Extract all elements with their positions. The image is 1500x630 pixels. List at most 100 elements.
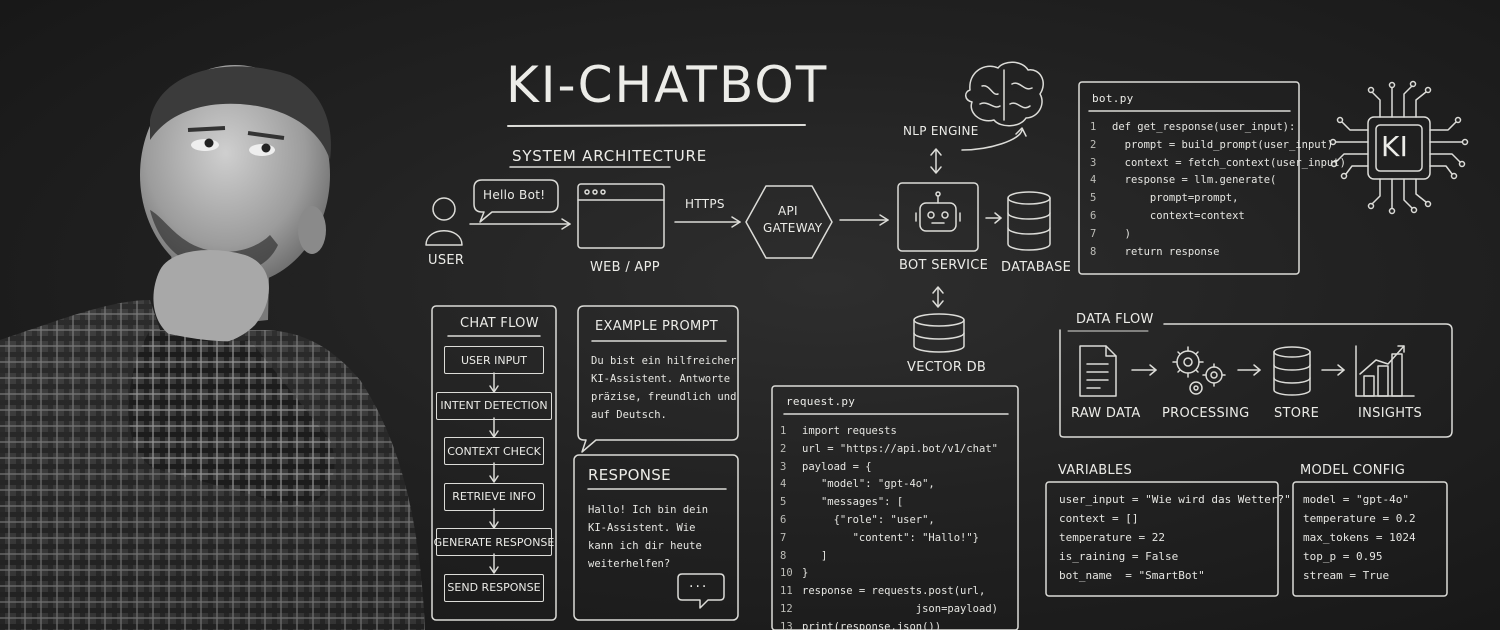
request-py-line: 13 print(response.json()) — [780, 619, 998, 630]
user-icon — [425, 197, 463, 246]
code-text: prompt = build_prompt(user_input) — [1112, 138, 1334, 151]
variable-line: user_input = "Wie wird das Wetter?" — [1059, 493, 1291, 506]
code-text: ] — [802, 549, 828, 562]
chat-flow-step: SEND RESPONSE — [444, 573, 544, 602]
document-icon — [1079, 345, 1117, 397]
code-text: "content": "Hallo!"} — [802, 531, 980, 544]
brain-icon — [965, 61, 1044, 127]
bot-py-line: 1 def get_response(user_input): — [1090, 119, 1346, 137]
prompt-line: präzise, freundlich und — [591, 391, 737, 403]
line-number: 4 — [1090, 174, 1097, 187]
gateway-hexagon — [745, 185, 833, 259]
variable-line: bot_name = "SmartBot" — [1059, 569, 1205, 582]
bot-py-line: 2 prompt = build_prompt(user_input) — [1090, 137, 1346, 155]
code-text: context = fetch_context(user_input) — [1112, 156, 1346, 169]
api-gateway-label-1: API — [778, 204, 798, 218]
request-py-line: 10} — [780, 565, 998, 583]
request-py-line: 2 url = "https://api.bot/v1/chat" — [780, 441, 998, 459]
chat-flow-step: CONTEXT CHECK — [444, 437, 544, 465]
line-number: 12 — [780, 602, 793, 615]
request-py-line: 5 "messages": [ — [780, 494, 998, 512]
request-py-line: 4 "model": "gpt-4o", — [780, 476, 998, 494]
variables-text: user_input = "Wie wird das Wetter?" conte… — [1059, 490, 1291, 585]
line-number: 6 — [1090, 209, 1097, 222]
request-py-line: 8 ] — [780, 548, 998, 566]
code-text: "model": "gpt-4o", — [802, 478, 935, 491]
code-text: print(response.json()) — [802, 620, 942, 630]
model-config-line: stream = True — [1303, 569, 1390, 582]
request-py-line: 11 response = requests.post(url, — [780, 583, 998, 601]
response-line: kann ich dir heute — [588, 540, 702, 552]
line-number: 8 — [1090, 245, 1097, 258]
request-py-line: 6 {"role": "user", — [780, 512, 998, 530]
request-py-filename: request.py — [786, 395, 856, 408]
model-config-line: temperature = 0.2 — [1303, 512, 1416, 525]
bot-py-code: 1 def get_response(user_input): 2 prompt =… — [1090, 119, 1346, 261]
request-py-line: 1 import requests — [780, 423, 998, 441]
line-number: 2 — [1090, 138, 1097, 151]
line-number: 8 — [780, 549, 787, 562]
chat-flow-step: USER INPUT — [444, 346, 544, 374]
variable-line: temperature = 22 — [1059, 531, 1165, 544]
code-text: response = llm.generate( — [1112, 174, 1277, 187]
line-number: 7 — [1090, 227, 1097, 240]
https-label: HTTPS — [685, 197, 725, 211]
line-number: 6 — [780, 513, 787, 526]
code-text: context=context — [1112, 209, 1245, 222]
variables-title: VARIABLES — [1058, 463, 1133, 478]
response-line: weiterhelfen? — [588, 558, 671, 570]
chat-flow-title: CHAT FLOW — [460, 316, 539, 331]
data-flow-stage: RAW DATA — [1071, 406, 1141, 421]
bot-py-line: 7 ) — [1090, 226, 1346, 244]
code-text: url = "https://api.bot/v1/chat" — [802, 442, 998, 455]
web-app-label: WEB / APP — [590, 260, 660, 275]
line-number: 11 — [780, 585, 793, 598]
browser-icon — [577, 183, 665, 249]
model-config-line: top_p = 0.95 — [1303, 550, 1383, 563]
bot-service-label: BOT SERVICE — [899, 258, 989, 273]
response-title: RESPONSE — [588, 466, 671, 484]
bot-py-line: 5 prompt=prompt, — [1090, 190, 1346, 208]
prompt-line: Du bist ein hilfreicher — [591, 355, 737, 367]
line-number: 1 — [780, 425, 787, 437]
code-text: def get_response(user_input): — [1112, 121, 1296, 133]
line-number: 13 — [780, 620, 793, 630]
example-prompt-title: EXAMPLE PROMPT — [595, 319, 718, 334]
database-icon — [1007, 191, 1051, 251]
vector-db-icon — [913, 313, 965, 353]
nlp-engine-label: NLP ENGINE — [903, 124, 979, 138]
model-config-title: MODEL CONFIG — [1300, 463, 1406, 478]
data-flow-stage: INSIGHTS — [1358, 406, 1423, 421]
page-title: KI-CHATBOT — [506, 56, 829, 114]
code-text: } — [802, 567, 809, 580]
chat-flow-step: RETRIEVE INFO — [444, 482, 544, 511]
line-number: 2 — [780, 442, 787, 455]
line-number: 4 — [780, 478, 787, 491]
bot-py-line: 4 response = llm.generate( — [1090, 172, 1346, 190]
variable-line: context = [] — [1059, 512, 1139, 525]
prompt-line: auf Deutsch. — [591, 409, 667, 421]
data-flow-stage: PROCESSING — [1162, 406, 1250, 421]
line-number: 1 — [1090, 121, 1097, 133]
code-text: ) — [1112, 227, 1131, 240]
line-number: 5 — [780, 496, 787, 509]
code-text: "messages": [ — [802, 496, 904, 509]
variable-line: is_raining = False — [1059, 550, 1179, 563]
response-line: KI-Assistent. Wie — [588, 522, 696, 534]
gears-icon — [1172, 346, 1226, 395]
request-py-line: 7 "content": "Hallo!"} — [780, 530, 998, 548]
database-label: DATABASE — [1001, 260, 1072, 275]
insights-chart-icon — [1355, 345, 1415, 397]
line-number: 5 — [1090, 192, 1097, 205]
response-line: Hallo! Ich bin dein — [588, 504, 709, 516]
ki-chip-icon — [1329, 80, 1469, 215]
line-number: 3 — [1090, 156, 1097, 169]
data-flow-stage: STORE — [1274, 406, 1320, 421]
code-text: response = requests.post(url, — [802, 585, 986, 598]
code-text: import requests — [802, 425, 897, 437]
speech-bubble-text: Hello Bot! — [483, 188, 546, 202]
